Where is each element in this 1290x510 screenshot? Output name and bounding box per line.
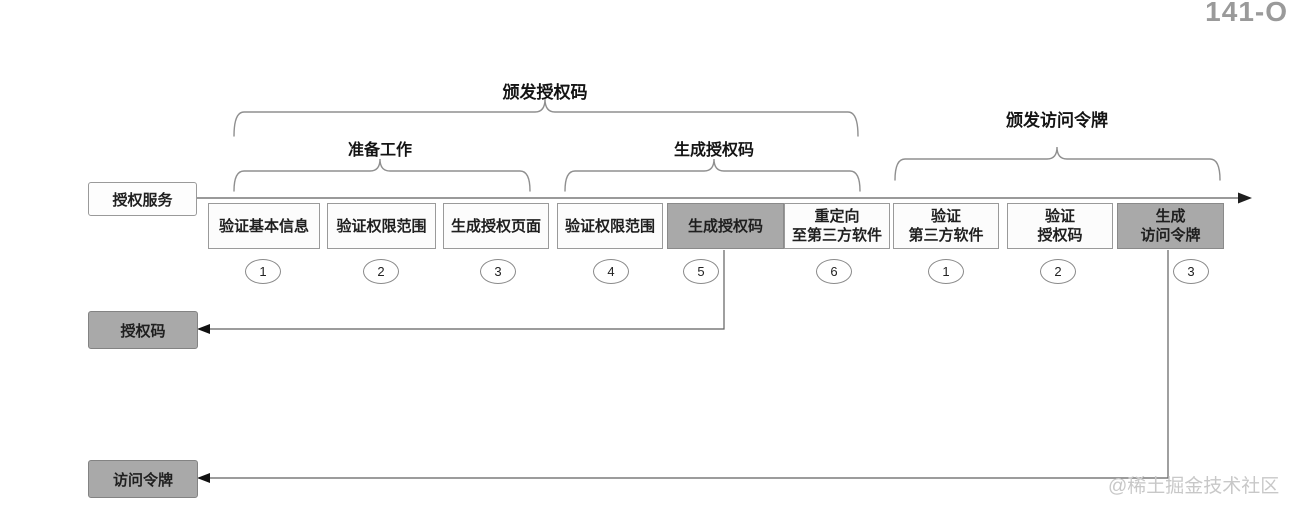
connector-access-token-arrowhead-icon [197,473,210,483]
watermark: @稀土掘金技术社区 [1108,476,1280,497]
step-label-line: 生成 [1155,208,1186,225]
step-box-generate-access-token: 生成 访问令牌 [1117,203,1224,249]
step-number: 5 [697,264,705,279]
brace-issue-auth-code [233,98,859,137]
step-number: 3 [494,264,502,279]
lane-label: 授权服务 [112,191,173,209]
step-label-line: 验证 [930,208,961,225]
step-box-verify-scope-1: 验证权限范围 [327,203,436,249]
step-number-badge: 1 [245,259,281,284]
step-number: 2 [377,264,385,279]
step-label-line: 验证权限范围 [336,217,427,235]
step-box-verify-auth-code: 验证 授权码 [1007,203,1113,249]
step-number: 2 [1054,264,1062,279]
lane-box-auth-code: 授权码 [88,311,198,349]
step-number-badge: 3 [480,259,516,284]
step-number-badge: 1 [928,259,964,284]
brace-issue-access-token [894,146,1221,181]
phase-label-issue-auth-code: 颁发授权码 [502,83,588,102]
step-number: 1 [259,264,267,279]
step-number-badge: 5 [683,259,719,284]
step-number-badge: 3 [1173,259,1209,284]
step-label-line: 重定向 [814,208,860,225]
step-label-line: 验证 [1044,208,1075,225]
step-number: 4 [607,264,615,279]
step-box-generate-auth-page: 生成授权页面 [443,203,549,249]
brace-generate-auth-code [564,158,861,192]
connector-auth-code [201,250,725,330]
connector-access-token [201,250,1169,479]
corner-label: 141-O [1205,0,1288,27]
step-label-line: 至第三方软件 [791,227,882,244]
step-number-badge: 2 [363,259,399,284]
step-box-verify-third-party: 验证 第三方软件 [893,203,999,249]
lane-label: 授权码 [120,322,166,340]
phase-label-issue-access-token: 颁发访问令牌 [1006,111,1108,130]
step-label-line: 生成授权页面 [450,217,541,235]
step-box-generate-auth-code: 生成授权码 [667,203,784,249]
step-label-line: 第三方软件 [908,227,984,244]
lane-box-access-token: 访问令牌 [88,460,198,498]
step-label-line: 生成授权码 [687,217,763,235]
brace-prepare [233,158,531,192]
phase-label-prepare: 准备工作 [347,142,413,159]
step-label-line: 验证基本信息 [218,217,309,235]
step-number-badge: 6 [816,259,852,284]
step-box-verify-scope-2: 验证权限范围 [557,203,663,249]
phase-label-generate-auth-code: 生成授权码 [673,142,755,159]
lane-box-auth-service: 授权服务 [88,182,197,216]
step-number-badge: 2 [1040,259,1076,284]
step-label-line: 访问令牌 [1140,227,1201,244]
step-number: 1 [942,264,950,279]
step-box-redirect-third-party: 重定向 至第三方软件 [784,203,890,249]
step-box-verify-basic-info: 验证基本信息 [208,203,320,249]
lane-label: 访问令牌 [112,471,173,489]
timeline-arrowhead-icon [1238,192,1252,204]
step-number: 6 [830,264,838,279]
step-number-badge: 4 [593,259,629,284]
step-number: 3 [1187,264,1195,279]
step-label-line: 授权码 [1037,227,1083,244]
connector-auth-code-arrowhead-icon [197,324,210,334]
step-label-line: 验证权限范围 [564,217,655,235]
